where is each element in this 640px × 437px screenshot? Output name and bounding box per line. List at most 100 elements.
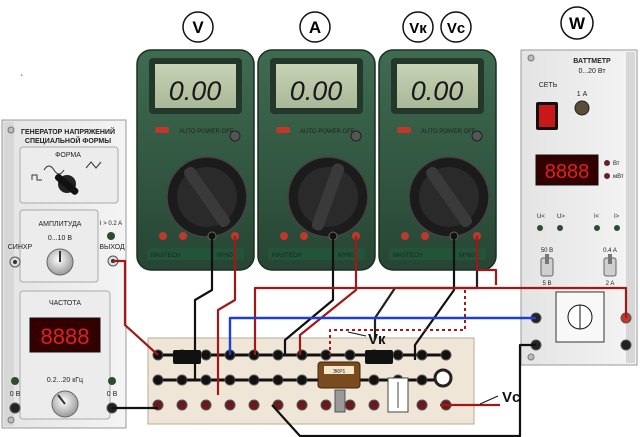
- svg-text:0 В: 0 В: [10, 391, 21, 398]
- power-button[interactable]: [276, 127, 290, 133]
- breadboard-socket[interactable]: [248, 374, 260, 386]
- svg-text:AUTO POWER OFF: AUTO POWER OFF: [421, 129, 476, 135]
- breadboard-socket[interactable]: [368, 399, 380, 411]
- svg-text:I>: I>: [614, 214, 620, 220]
- svg-text:5 В: 5 В: [542, 281, 551, 287]
- svg-text:I<: I<: [594, 214, 600, 220]
- breadboard-socket[interactable]: [416, 399, 428, 411]
- svg-text:8888: 8888: [545, 161, 590, 183]
- wire-blue-wattmeter: [228, 316, 536, 355]
- svg-text:I > 0.2 A: I > 0.2 A: [100, 221, 122, 227]
- multimeter-ammeter[interactable]: 0.00 AUTO POWER OFF COM MASTECH MY60: [257, 49, 376, 271]
- svg-text:0.2...20 кГц: 0.2...20 кГц: [47, 377, 83, 384]
- breadboard-socket[interactable]: [176, 399, 188, 411]
- svg-text:ЧАСТОТА: ЧАСТОТА: [49, 300, 81, 307]
- breadboard-socket[interactable]: [416, 349, 428, 361]
- svg-text:АМПЛИТУДА: АМПЛИТУДА: [39, 221, 82, 228]
- multimeter-voltmeter[interactable]: 0.00 AUTO POWER OFF COM MASTECH MY60: [136, 49, 255, 271]
- svg-text:MASTECH: MASTECH: [393, 253, 422, 259]
- breadboard-socket[interactable]: [176, 374, 188, 386]
- wire-red-gen-out: [113, 259, 159, 356]
- triangle-wave-icon: [85, 161, 102, 169]
- svg-text:AUTO POWER OFF: AUTO POWER OFF: [300, 129, 355, 135]
- sine-icon: [43, 165, 65, 175]
- svg-text:ВЫХОД: ВЫХОД: [99, 244, 125, 251]
- wattmeter-jack-4[interactable]: [620, 339, 632, 351]
- square-wave-icon: [31, 174, 42, 181]
- meter-label-vc: Vc: [440, 11, 472, 43]
- breadboard-socket[interactable]: [296, 399, 308, 411]
- svg-text:AUTO POWER OFF: AUTO POWER OFF: [179, 129, 234, 135]
- breadboard-socket[interactable]: [440, 349, 452, 361]
- meter-label-a: A: [299, 11, 331, 43]
- wires: [112, 236, 628, 437]
- breadboard-socket[interactable]: [272, 374, 284, 386]
- jack-a[interactable]: [159, 232, 167, 240]
- breadboard-socket[interactable]: [296, 349, 308, 361]
- breadboard-socket[interactable]: [248, 399, 260, 411]
- svg-text:COM: COM: [207, 226, 221, 232]
- wire-red-a: [298, 236, 358, 355]
- svg-text:COM: COM: [328, 226, 342, 232]
- jumper-1: [173, 350, 201, 364]
- diode-ring: [433, 368, 453, 388]
- svg-text:50 В: 50 В: [541, 248, 553, 254]
- breadboard-socket[interactable]: [272, 349, 284, 361]
- svg-text:MASTECH: MASTECH: [272, 253, 301, 259]
- breadboard-socket[interactable]: [296, 374, 308, 386]
- ground-jack-left[interactable]: [9, 402, 21, 414]
- svg-text:COM: COM: [449, 226, 463, 232]
- vk-label: Vк: [368, 331, 386, 348]
- svg-text:U<: U<: [537, 214, 545, 220]
- jack-ma[interactable]: [421, 232, 429, 240]
- breadboard-socket[interactable]: [344, 349, 356, 361]
- svg-text:СЕТЬ: СЕТЬ: [539, 82, 558, 89]
- breadboard-socket[interactable]: [344, 399, 356, 411]
- svg-text:W: W: [569, 14, 586, 33]
- breadboard-socket[interactable]: [200, 349, 212, 361]
- stray-mark: `: [20, 73, 23, 85]
- breadboard-socket[interactable]: [200, 374, 212, 386]
- breadboard-socket[interactable]: [152, 374, 164, 386]
- screw-terminal: [334, 389, 346, 413]
- lcd-screen: [276, 64, 357, 108]
- jack-ma[interactable]: [179, 232, 187, 240]
- breadboard-socket[interactable]: [416, 374, 428, 386]
- fuse-holder: [574, 100, 590, 116]
- breadboard-socket[interactable]: [224, 399, 236, 411]
- svg-text:ФОРМА: ФОРМА: [55, 152, 81, 159]
- svg-text:0.4 A: 0.4 A: [603, 248, 617, 254]
- breadboard-socket[interactable]: [368, 374, 380, 386]
- multimeter-vk-vc[interactable]: 0.00 AUTO POWER OFF COM MASTECH MY60: [378, 49, 497, 271]
- meter-label-w: W: [560, 6, 594, 40]
- breadboard-socket[interactable]: [200, 399, 212, 411]
- breadboard-socket[interactable]: [320, 399, 332, 411]
- svg-text:ВАТТМЕТР: ВАТТМЕТР: [573, 58, 611, 65]
- meter-label-v: V: [182, 11, 214, 43]
- lcd-screen: [155, 64, 236, 108]
- svg-text:Vc: Vc: [447, 20, 465, 37]
- jack-ma[interactable]: [300, 232, 308, 240]
- breadboard-socket[interactable]: [224, 374, 236, 386]
- jack-a[interactable]: [280, 232, 288, 240]
- svg-text:MY60: MY60: [338, 253, 354, 259]
- breadboard: ЭКР1: [147, 337, 475, 425]
- svg-text:мВт: мВт: [613, 174, 624, 180]
- power-button[interactable]: [397, 127, 411, 133]
- component-label-plate: [317, 361, 361, 389]
- svg-text:MY60: MY60: [217, 253, 233, 259]
- svg-text:MY60: MY60: [459, 253, 475, 259]
- jack-a[interactable]: [401, 232, 409, 240]
- overload-indicator: [107, 232, 115, 240]
- frequency-display: [29, 317, 101, 353]
- power-button[interactable]: [155, 127, 169, 133]
- breadboard-socket[interactable]: [392, 349, 404, 361]
- waveform-selector-knob[interactable]: [54, 173, 80, 196]
- signal-generator-panel: ГЕНЕРАТОР НАПРЯЖЕНИЙ СПЕЦИАЛЬНОЙ ФОРМЫ Ф…: [1, 119, 127, 429]
- svg-text:U>: U>: [557, 214, 565, 220]
- svg-text:СПЕЦИАЛЬНОЙ ФОРМЫ: СПЕЦИАЛЬНОЙ ФОРМЫ: [25, 136, 111, 145]
- wire-black-v: [193, 236, 214, 380]
- svg-text:2 A: 2 A: [606, 281, 615, 287]
- svg-text:Vк: Vк: [409, 20, 427, 37]
